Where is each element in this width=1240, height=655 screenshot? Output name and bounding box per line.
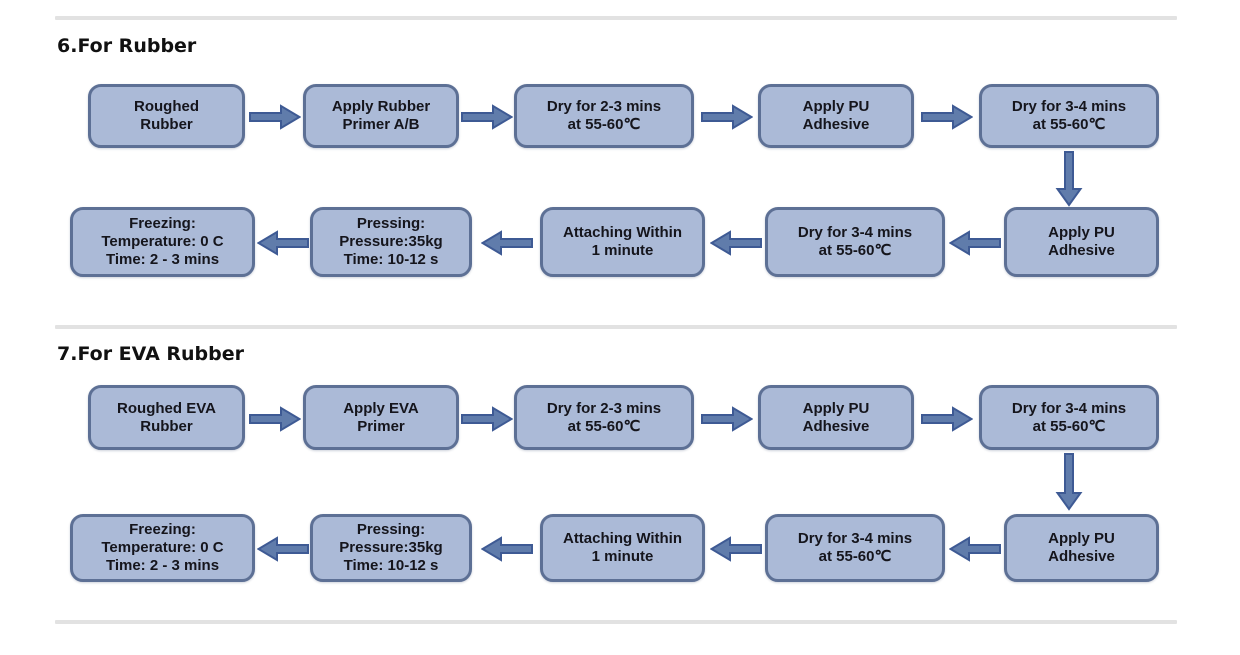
arrow-down-icon	[1055, 453, 1083, 511]
arrow-right-icon	[701, 406, 753, 432]
step-roughed-eva-rubber: Roughed EVA Rubber	[88, 385, 245, 450]
step-apply-rubber-primer: Apply Rubber Primer A/B	[303, 84, 459, 148]
arrow-left-icon	[949, 230, 1001, 256]
arrow-left-icon	[481, 536, 533, 562]
arrow-right-icon	[701, 104, 753, 130]
step-freezing: Freezing: Temperature: 0 C Time: 2 - 3 m…	[70, 514, 255, 582]
step-freezing: Freezing: Temperature: 0 C Time: 2 - 3 m…	[70, 207, 255, 277]
step-apply-pu-adhesive: Apply PU Adhesive	[758, 84, 914, 148]
arrow-left-icon	[710, 230, 762, 256]
arrow-right-icon	[249, 406, 301, 432]
section-divider-bottom	[55, 620, 1177, 624]
step-dry-3-4-mins: Dry for 3-4 mins at 55-60℃	[979, 84, 1159, 148]
step-pressing: Pressing: Pressure:35kg Time: 10-12 s	[310, 207, 472, 277]
step-apply-eva-primer: Apply EVA Primer	[303, 385, 459, 450]
step-apply-pu-adhesive-2: Apply PU Adhesive	[1004, 514, 1159, 582]
step-roughed-rubber: Roughed Rubber	[88, 84, 245, 148]
step-apply-pu-adhesive-2: Apply PU Adhesive	[1004, 207, 1159, 277]
step-apply-pu-adhesive: Apply PU Adhesive	[758, 385, 914, 450]
section-6-heading: 6.For Rubber	[57, 35, 197, 57]
arrow-right-icon	[249, 104, 301, 130]
arrow-left-icon	[481, 230, 533, 256]
arrow-right-icon	[921, 406, 973, 432]
arrow-left-icon	[257, 536, 309, 562]
arrow-right-icon	[461, 406, 513, 432]
step-dry-3-4-mins: Dry for 3-4 mins at 55-60℃	[979, 385, 1159, 450]
arrow-right-icon	[461, 104, 513, 130]
step-dry-2-3-mins: Dry for 2-3 mins at 55-60℃	[514, 84, 694, 148]
step-dry-3-4-mins-2: Dry for 3-4 mins at 55-60℃	[765, 514, 945, 582]
section-7-heading: 7.For EVA Rubber	[57, 343, 245, 365]
step-pressing: Pressing: Pressure:35kg Time: 10-12 s	[310, 514, 472, 582]
arrow-left-icon	[710, 536, 762, 562]
section-divider-top	[55, 16, 1177, 20]
step-attaching: Attaching Within 1 minute	[540, 514, 705, 582]
arrow-right-icon	[921, 104, 973, 130]
arrow-left-icon	[257, 230, 309, 256]
section-divider-middle	[55, 325, 1177, 329]
arrow-down-icon	[1055, 151, 1083, 207]
step-attaching: Attaching Within 1 minute	[540, 207, 705, 277]
step-dry-3-4-mins-2: Dry for 3-4 mins at 55-60℃	[765, 207, 945, 277]
arrow-left-icon	[949, 536, 1001, 562]
step-dry-2-3-mins: Dry for 2-3 mins at 55-60℃	[514, 385, 694, 450]
